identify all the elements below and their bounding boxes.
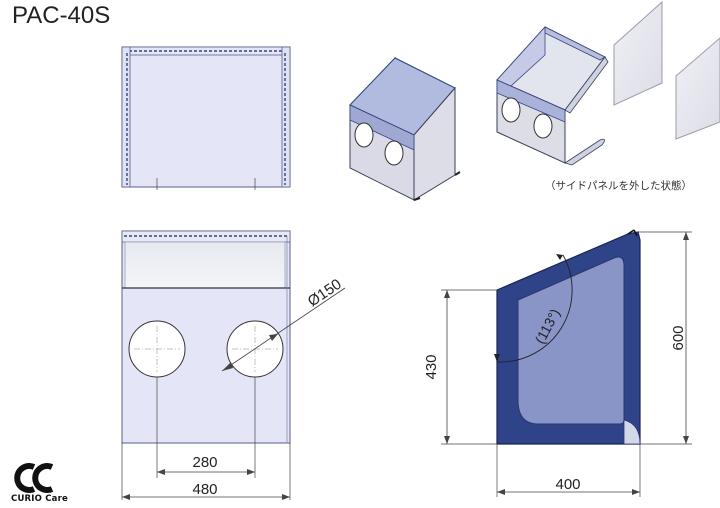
curio-care-logo	[14, 463, 54, 493]
side-panel-1	[613, 0, 663, 106]
top-view	[121, 46, 291, 190]
dimension-width-front: 480	[192, 481, 217, 498]
isometric-view-assembled	[349, 56, 461, 201]
dimension-280-line	[157, 469, 255, 475]
dimension-480-line	[122, 494, 290, 500]
logo-text: CURIO Care	[11, 494, 68, 504]
isometric-view-open	[496, 25, 609, 166]
dimension-430-line	[441, 289, 497, 445]
dimension-400-line	[496, 444, 641, 497]
dimension-hole-diameter: Ø150	[305, 276, 345, 311]
side-view	[494, 229, 641, 445]
side-panel-removed-note: （サイドパネルを外した状態）	[545, 180, 692, 192]
dimension-depth-side: 400	[555, 476, 580, 493]
dimension-center-spacing: 280	[192, 454, 217, 471]
side-panel-2	[675, 37, 720, 140]
product-title: PAC-40S	[12, 2, 111, 29]
dimension-height-back: 600	[670, 325, 687, 350]
dimension-600-line	[637, 231, 692, 445]
dimension-height-front: 430	[423, 354, 440, 379]
diameter-leader	[221, 287, 346, 372]
